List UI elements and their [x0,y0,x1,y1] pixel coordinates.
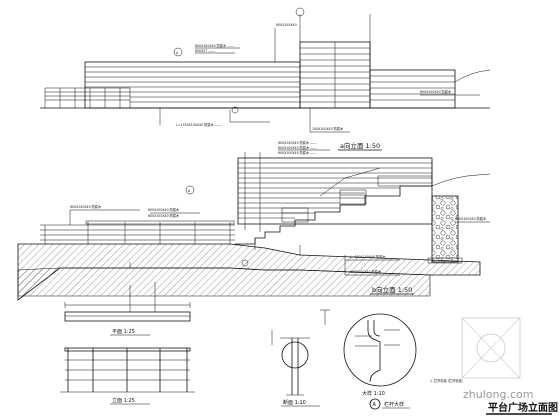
elevation-b: 600X100X40 防腐木 —— 600X100X40 防腐木 —— 600X… [17,140,491,301]
svg-text:600X100X40 防腐木: 600X100X40 防腐木 [148,207,180,212]
stairs-b [235,185,432,250]
svg-text:600X100X40 防腐木 ——: 600X100X40 防腐木 —— [278,145,317,150]
plank-wall-b [237,157,433,225]
svg-text:A: A [188,189,191,193]
railing-b [40,220,235,244]
terrain-a [454,69,491,83]
detail-railing-circle-label: 大样 1:10 [362,390,385,397]
leaders-a [159,47,480,133]
railing-detail-tag: A 栏杆大样 [369,398,410,410]
svg-text:600X100X40 防腐木: 600X100X40 防腐木 [148,213,180,218]
detail-elevation-label: 立面 1:25 [112,397,135,404]
drawing-title: 平台广场立面图 [488,401,558,414]
svg-text:600X100X40 防腐木: 600X100X40 防腐木 [70,204,102,209]
svg-text:L=600X100X40 防腐木: L=600X100X40 防腐木 [350,254,386,259]
terrain-b [431,173,491,187]
svg-text:600X100X40 防腐木 ——: 600X100X40 防腐木 —— [278,140,317,145]
svg-text:600X100X40 防腐木 ——: 600X100X40 防腐木 —— [278,150,317,155]
svg-text:600X100X40: 600X100X40 [276,23,297,27]
callout-marker-b: A [185,185,249,267]
detail-section-label: 断面 1:10 [283,399,306,406]
detail-plan: 平面 1:25 [64,282,191,336]
annotation-text-b: 600X100X40 防腐木 —— 600X100X40 防腐木 —— 600X… [70,140,487,274]
stone-wall-b [431,195,459,263]
railing-detail-marker: A [373,402,377,408]
elevation-a-label: a向立面 1:50 [340,141,380,150]
detail-elevation: 立面 1:25 [60,347,195,405]
detail-railing-circle: 大样 1:10 [343,313,417,397]
detail-plan-label: 平面 1:25 [112,329,135,335]
elevation-a: 600X100X40 防腐木 —— 600X27 —— L=1750X100X4… [40,7,491,151]
leaders-b [69,149,490,276]
svg-text:600X100X40 防腐木 ——: 600X100X40 防腐木 —— [195,43,234,48]
svg-text:A: A [176,51,179,55]
svg-text:600X100X40 防腐木: 600X100X40 防腐木 [350,269,382,274]
svg-text:600X27 ——: 600X27 —— [195,49,216,53]
annotation-text-a: 600X100X40 防腐木 —— 600X27 —— L=1750X100X4… [176,23,452,131]
center-block-a [299,41,371,109]
svg-text:600X100X40 防腐木: 600X100X40 防腐木 [455,216,487,221]
watermark-text: zhulong.com [463,388,533,401]
railing-a [44,87,130,108]
railing-detail-label: 栏杆大样 [384,401,404,408]
svg-text:100X100X40 防腐木: 100X100X40 防腐木 [312,126,344,131]
detail-section: 断面 1:10 [271,309,330,407]
plank-wall-a [84,61,301,109]
right-wall-a [369,69,456,109]
svg-text:600X100X40 防腐木: 600X100X40 防腐木 [420,89,452,94]
step-railing-b [281,167,433,223]
watermark-logo [461,317,521,379]
svg-text:L=1750X100X40 防腐木 ——: L=1750X100X40 防腐木 —— [176,122,222,127]
callout-marker-a: A [173,7,305,114]
ground-hatch-lower-b [17,267,431,297]
drawing-note: 1. 栏杆标准 (栏杆标准) [430,378,463,383]
elevation-b-label: b向立面 1:50 [372,285,412,294]
wall-footing-b [427,257,463,264]
